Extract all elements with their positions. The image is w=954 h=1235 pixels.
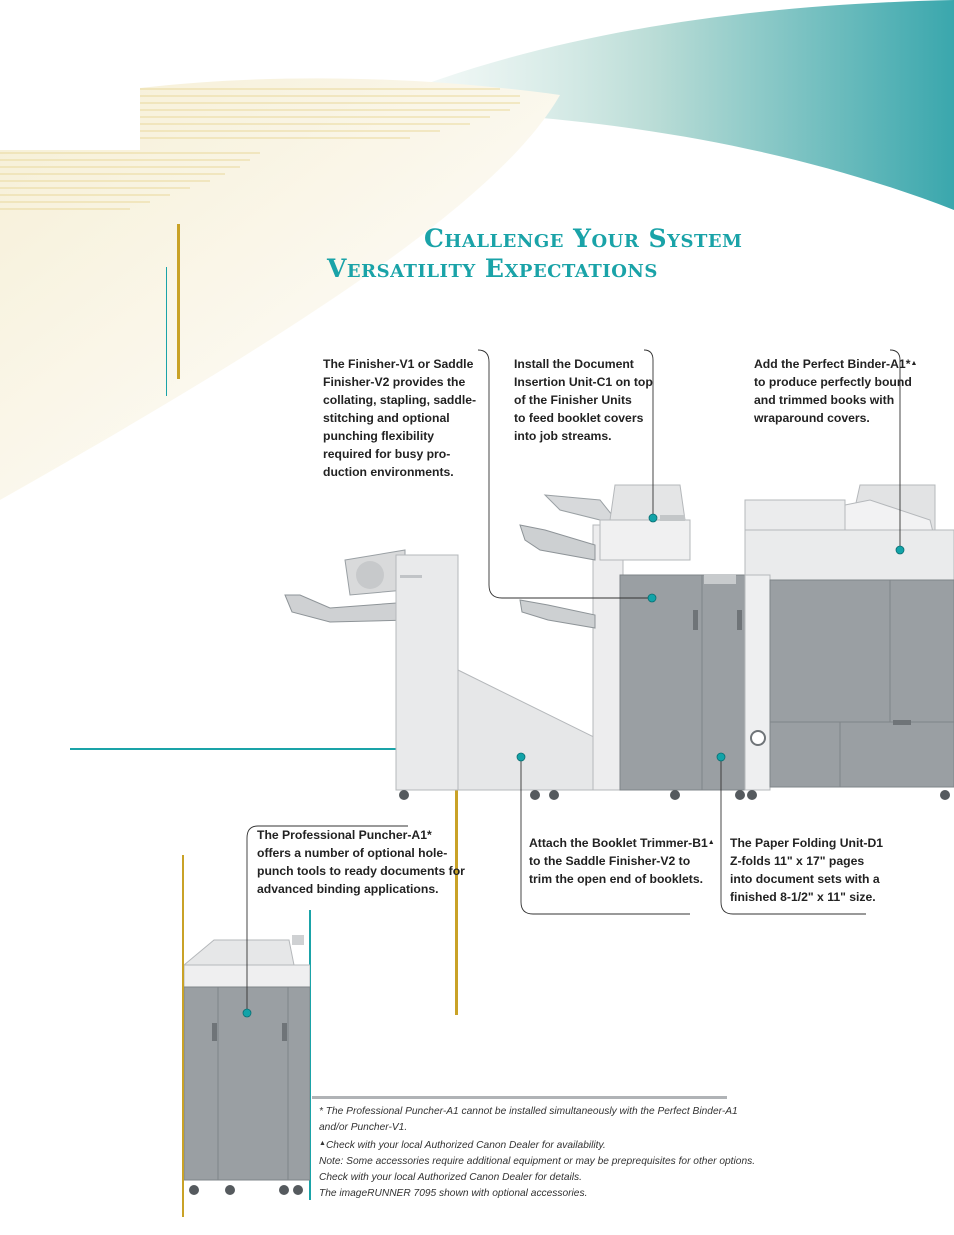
- callout-dot-insertion: [648, 513, 658, 523]
- footnotes: * The Professional Puncher-A1 cannot be …: [319, 1104, 759, 1201]
- page-title-line2: Versatility Expectations: [327, 254, 658, 283]
- gold-rule-middle: [455, 790, 458, 1015]
- callout-puncher: The Professional Puncher-A1*offers a num…: [257, 828, 465, 896]
- callout-dot-folding: [716, 752, 726, 762]
- callout-dot-finisher: [647, 593, 657, 603]
- puncher-stacker-tray: [284, 549, 411, 623]
- triangle-mark: ▲: [707, 839, 715, 846]
- triangle-mark: ▲: [910, 360, 918, 367]
- callout-binder: Add the Perfect Binder-A1*▲ to produce p…: [754, 357, 918, 425]
- teal-rule-top: [166, 267, 167, 396]
- callout-dot-trimmer: [516, 752, 526, 762]
- page-title-line1: Challenge Your System: [424, 224, 743, 253]
- gold-rule-bottom: [182, 855, 184, 1217]
- puncher-illustration: [184, 935, 310, 1195]
- callout-dot-binder: [895, 545, 905, 555]
- footnote-2: ▲Check with your local Authorized Canon …: [319, 1139, 606, 1151]
- footnote-1-cont: and/or Puncher-V1.: [319, 1121, 408, 1133]
- teal-rule-horizontal: [70, 748, 396, 750]
- callout-trimmer: Attach the Booklet Trimmer-B1▲ to the Sa…: [529, 836, 715, 886]
- callout-dot-puncher: [242, 1008, 252, 1018]
- footnote-1: * The Professional Puncher-A1 cannot be …: [319, 1106, 738, 1117]
- gold-rule-top: [177, 224, 180, 379]
- footnote-3-cont: Check with your local Authorized Canon D…: [319, 1171, 582, 1183]
- copier-illustration: [284, 484, 954, 800]
- background-wave: [0, 0, 954, 500]
- teal-rule-bottom: [309, 910, 311, 1200]
- footnote-3: Note: Some accessories require additiona…: [319, 1155, 756, 1167]
- footnote-4: The imageRUNNER 7095 shown with optional…: [319, 1187, 588, 1199]
- gray-rule-footnotes: [312, 1096, 727, 1099]
